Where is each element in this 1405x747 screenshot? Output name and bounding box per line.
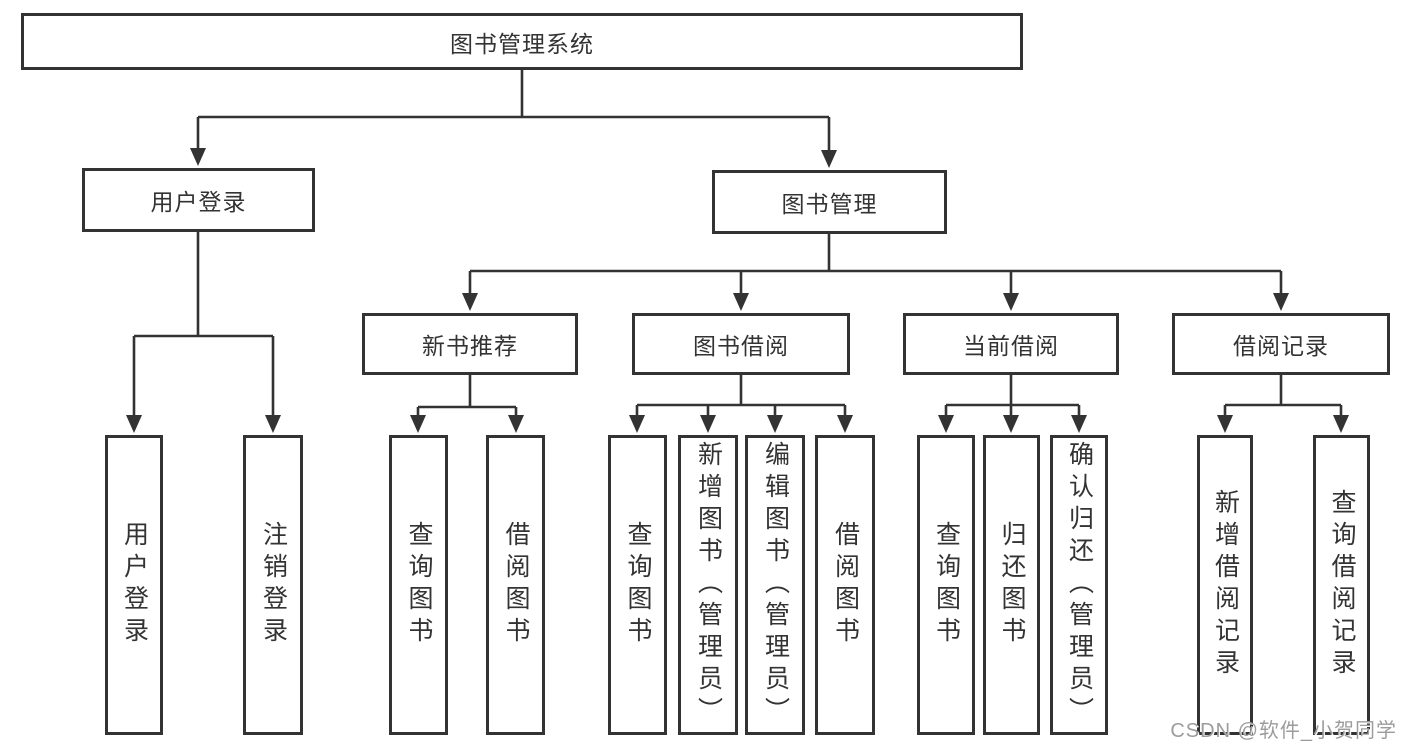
node-cb-return-books-label: 归还图书 — [998, 521, 1026, 649]
node-bb-add-book-admin-label: 新增图书（管理员） — [694, 441, 723, 729]
node-current-borrowing: 当前借阅 — [903, 313, 1119, 375]
node-bb-query-books: 查询图书 — [608, 435, 667, 735]
node-user-login-action-label: 用户登录 — [120, 521, 149, 649]
node-nbr-query-books-label: 查询图书 — [405, 521, 433, 649]
node-cb-confirm-return-admin: 确认归还（管理员） — [1050, 435, 1108, 735]
csdn-watermark: CSDN @软件_小贺同学 — [1170, 720, 1397, 742]
node-bb-edit-book-admin-label: 编辑图书（管理员） — [761, 441, 790, 729]
node-root-label: 图书管理系统 — [450, 30, 594, 57]
node-borrowing-records: 借阅记录 — [1172, 313, 1390, 375]
node-logout-label: 注销登录 — [259, 521, 288, 649]
node-logout: 注销登录 — [243, 435, 303, 735]
node-br-add-record-label: 新增借阅记录 — [1211, 489, 1240, 681]
node-current-borrowing-label: 当前借阅 — [963, 333, 1059, 359]
node-br-query-record-label: 查询借阅记录 — [1328, 489, 1356, 681]
node-user-login: 用户登录 — [82, 168, 315, 232]
node-user-login-action: 用户登录 — [105, 435, 163, 735]
node-new-book-recommend-label: 新书推荐 — [422, 333, 518, 359]
node-nbr-borrow-books-label: 借阅图书 — [502, 521, 530, 649]
node-bb-borrow-books-label: 借阅图书 — [831, 521, 860, 649]
node-book-management-label: 图书管理 — [781, 191, 878, 217]
node-book-borrowing-label: 图书借阅 — [693, 333, 789, 359]
node-br-add-record: 新增借阅记录 — [1197, 435, 1253, 735]
node-nbr-borrow-books: 借阅图书 — [486, 435, 545, 735]
node-br-query-record: 查询借阅记录 — [1313, 435, 1370, 735]
node-root: 图书管理系统 — [21, 13, 1023, 70]
node-cb-confirm-return-admin-label: 确认归还（管理员） — [1065, 441, 1094, 729]
node-new-book-recommend: 新书推荐 — [362, 313, 578, 375]
node-book-management: 图书管理 — [712, 170, 947, 234]
node-bb-add-book-admin: 新增图书（管理员） — [678, 435, 738, 735]
node-book-borrowing: 图书借阅 — [632, 313, 850, 375]
node-bb-edit-book-admin: 编辑图书（管理员） — [745, 435, 805, 735]
node-cb-return-books: 归还图书 — [983, 435, 1040, 735]
node-cb-query-books: 查询图书 — [917, 435, 975, 735]
node-bb-query-books-label: 查询图书 — [624, 521, 652, 649]
node-borrowing-records-label: 借阅记录 — [1233, 333, 1329, 359]
node-cb-query-books-label: 查询图书 — [932, 521, 961, 649]
node-bb-borrow-books: 借阅图书 — [815, 435, 875, 735]
node-user-login-label: 用户登录 — [150, 189, 247, 215]
node-nbr-query-books: 查询图书 — [389, 435, 448, 735]
